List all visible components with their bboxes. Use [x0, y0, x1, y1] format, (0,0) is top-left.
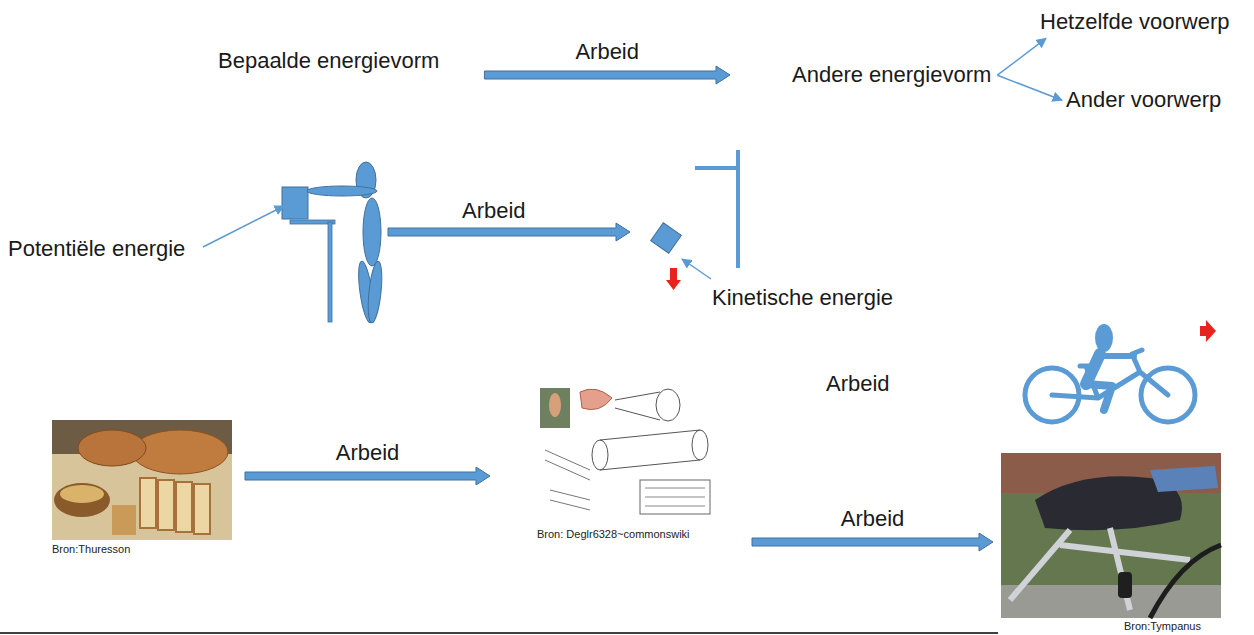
box: [651, 223, 682, 254]
muscle-diagram: [537, 385, 729, 522]
work-label: Arbeid: [336, 440, 400, 466]
object-text: Ander voorwerp: [1066, 87, 1221, 113]
shelf-board: [695, 166, 738, 170]
page-rule: [0, 632, 998, 634]
leader-line: [203, 206, 284, 247]
fibre-sketch: [615, 392, 660, 420]
stick-figure: [307, 162, 384, 324]
object-text: Hetzelfde voorwerp: [1040, 9, 1230, 35]
block-arrow: [245, 467, 490, 485]
fibre-bundle: [656, 389, 680, 421]
work-arrow: [388, 223, 630, 241]
fibre-bundle: [692, 430, 708, 460]
sarcomere-sketch: [645, 488, 705, 506]
node-text: Bepaalde energievorm: [218, 48, 439, 74]
rider-head: [1095, 324, 1113, 352]
box: [282, 187, 308, 219]
energy-label: Potentiële energie: [8, 236, 185, 262]
leader-line: [682, 259, 711, 279]
source-caption: Bron:Thuresson: [52, 543, 130, 556]
source-caption: Bron:Tympanus: [1124, 620, 1201, 633]
work-label: Arbeid: [841, 506, 905, 532]
source-caption: Bron: Deglr6328~commonswiki: [537, 528, 690, 541]
pavement: [1001, 585, 1221, 618]
block-arrow: [484, 66, 730, 84]
myofibril-sketch: [545, 450, 590, 510]
bread-loaf: [132, 430, 228, 474]
runner-photo: [540, 388, 570, 428]
table-leg: [328, 222, 332, 322]
split-arrow: [997, 38, 1046, 75]
photo-ground: [537, 385, 729, 522]
fall-direction-arrow: [666, 268, 681, 290]
falling-box: [651, 150, 738, 290]
motion-arrow: [1200, 320, 1216, 342]
work-label: Arbeid: [462, 198, 526, 224]
split-arrow: [997, 75, 1062, 100]
diagram-frame: Bron: Deglr6328~commonswiki: [537, 385, 729, 541]
energy-form-text: Bepaalde energievorm: [218, 48, 439, 74]
photo-ground: [1001, 453, 1221, 618]
bread-slice: [176, 482, 192, 532]
block-arrow: [752, 533, 993, 551]
rider-leg: [1086, 384, 1112, 410]
dynamo: [1118, 572, 1132, 598]
runner: [549, 393, 561, 417]
fibre-sketch: [600, 430, 700, 470]
bread-loaf: [78, 430, 146, 466]
figure-leg: [366, 261, 384, 324]
node-text: Ander voorwerp: [1066, 87, 1221, 113]
dynamo-photo: [1001, 453, 1221, 618]
rider-torso: [1086, 354, 1100, 384]
muscle-sketch: [580, 389, 612, 410]
cracker: [112, 505, 136, 535]
figure-body: [363, 198, 381, 266]
fibre-bundle: [592, 440, 608, 470]
sarcomere-sketch: [640, 480, 710, 514]
rider-arm: [1100, 353, 1134, 359]
work-label: Arbeid: [826, 371, 890, 397]
photo-frame: Bron:Thuresson: [52, 420, 232, 556]
energy-form-text: Andere energievorm: [792, 62, 991, 88]
work-label: Arbeid: [575, 39, 639, 65]
bread-slice: [158, 480, 174, 530]
table-with-box: [282, 187, 335, 322]
photo-ground: [52, 420, 232, 540]
bread-photo: [52, 420, 232, 540]
grain: [60, 485, 104, 503]
bread-slice: [140, 478, 156, 528]
grain-bowl: [54, 483, 110, 517]
node-text: Hetzelfde voorwerp: [1040, 9, 1230, 35]
bike-wheel: [1150, 545, 1221, 618]
energy-label: Kinetische energie: [712, 285, 893, 311]
bread-slice: [194, 484, 210, 534]
photo-frame: Bron:Tympanus: [1001, 453, 1221, 633]
towel: [1150, 466, 1218, 492]
cyclist: [1025, 324, 1195, 422]
figure-arm: [307, 186, 377, 196]
node-text: Andere energievorm: [792, 62, 991, 88]
